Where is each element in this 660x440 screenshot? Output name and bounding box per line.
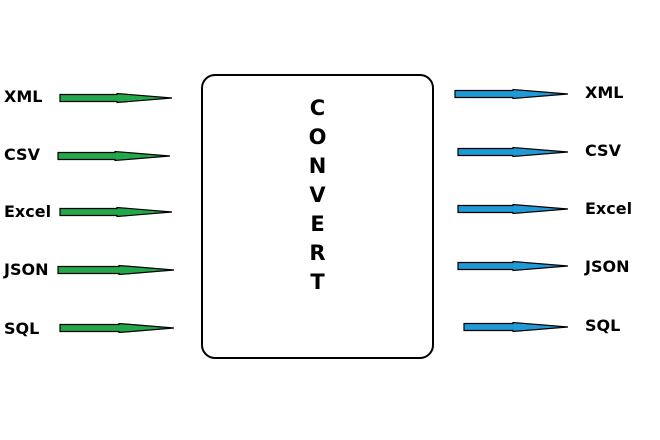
convert-box: C O N V E R T — [201, 74, 434, 359]
output-label-xml: XML — [585, 83, 624, 102]
convert-letter: E — [310, 212, 325, 236]
output-arrows — [454, 88, 569, 333]
convert-letter: C — [309, 96, 326, 120]
input-label-sql: SQL — [4, 319, 40, 338]
output-arrow-0 — [454, 88, 569, 100]
output-arrow-3 — [457, 260, 569, 272]
output-label-csv: CSV — [585, 141, 621, 160]
input-arrow-3 — [57, 264, 175, 276]
convert-letter: R — [309, 241, 326, 265]
input-arrow-0 — [59, 92, 173, 104]
input-arrows — [57, 92, 175, 334]
convert-word: C O N V E R T — [203, 94, 432, 297]
convert-letter: V — [309, 183, 326, 207]
output-arrow-2 — [457, 203, 569, 215]
output-arrow-4 — [463, 321, 569, 333]
input-arrow-1 — [57, 150, 171, 162]
convert-letter: N — [308, 154, 327, 178]
input-arrow-2 — [59, 206, 173, 218]
input-label-xml: XML — [4, 87, 43, 106]
input-label-json: JSON — [4, 260, 49, 279]
convert-letter: O — [308, 125, 327, 149]
output-arrow-1 — [457, 146, 569, 158]
input-arrow-4 — [59, 322, 175, 334]
input-label-csv: CSV — [4, 145, 40, 164]
output-label-excel: Excel — [585, 199, 633, 218]
output-label-sql: SQL — [585, 316, 621, 335]
output-label-json: JSON — [585, 257, 630, 276]
input-label-excel: Excel — [4, 202, 52, 221]
convert-letter: T — [310, 270, 325, 294]
